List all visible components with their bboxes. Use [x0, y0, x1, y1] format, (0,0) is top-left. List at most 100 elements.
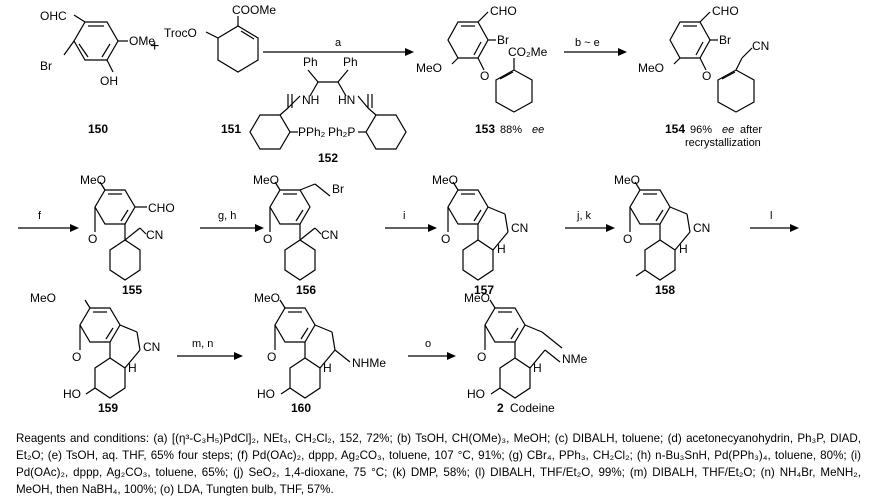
plus-sign: + [150, 38, 159, 55]
compound-157-structure [447, 181, 509, 281]
compound-153-structure [447, 11, 533, 113]
c157-cn: CN [511, 221, 528, 235]
c157-h: H [497, 242, 506, 256]
compound-156-label: 156 [296, 283, 316, 297]
c150-ome: OMe [129, 34, 155, 48]
c155-meo: MeO [80, 173, 106, 187]
arrow-jk-label: j, k [576, 210, 592, 222]
c157-meo: MeO [432, 173, 458, 187]
c150-oh: OH [100, 74, 118, 88]
c154-cho: CHO [712, 4, 739, 18]
c159-o: O [72, 350, 81, 364]
arrow-l-label: l [770, 210, 772, 222]
compound-158-structure [629, 181, 691, 281]
arrow-be-head [618, 48, 627, 56]
c159-h: H [128, 361, 137, 375]
c153-br: Br [497, 33, 509, 47]
c159-meo: MeO [30, 291, 56, 305]
compound-154-note-line2: recrystallization [685, 137, 761, 149]
compound-159-label: 159 [98, 401, 118, 415]
compound-2-name: Codeine [510, 401, 555, 415]
c2-ho: HO [467, 387, 485, 401]
arrow-l-head [790, 224, 799, 232]
c153-o: O [480, 69, 489, 83]
c153-co2me: CO₂Me [508, 45, 548, 59]
c154-br: Br [719, 33, 731, 47]
c153-meo: MeO [416, 61, 442, 75]
c158-meo: MeO [614, 173, 640, 187]
c153-cho: CHO [490, 4, 517, 18]
c160-o: O [267, 350, 276, 364]
compound-150-structure [63, 14, 128, 73]
c158-o: O [623, 232, 632, 246]
compound-153-note-ee: ee [532, 124, 544, 136]
compound-152-label: 152 [318, 151, 338, 165]
c159-cn: CN [143, 340, 160, 354]
compound-155-label: 155 [122, 283, 142, 297]
arrow-gh-head [255, 224, 264, 232]
c154-meo: MeO [638, 61, 664, 75]
compound-160-structure [274, 299, 351, 399]
arrow-a-label: a [335, 37, 342, 49]
arrow-be-label: b ~ e [575, 37, 600, 49]
c160-meo: MeO [254, 291, 280, 305]
compound-157-label: 157 [474, 283, 494, 297]
c154-o: O [702, 69, 711, 83]
arrow-jk-head [606, 224, 615, 232]
arrow-mn-label: m, n [192, 338, 213, 350]
arrow-i-head [428, 224, 437, 232]
c154-cn: CN [752, 39, 769, 53]
c152-nh1: NH [302, 93, 319, 107]
arrow-f-head [70, 224, 79, 232]
arrow-o-label: o [425, 338, 431, 350]
arrow-o-head [447, 352, 456, 360]
c156-o: O [263, 232, 272, 246]
c152-nh2: HN [338, 93, 355, 107]
c2-o: O [477, 350, 486, 364]
compound-160-label: 160 [291, 401, 311, 415]
c2-nme: NMe [562, 352, 588, 366]
c152-ph2: Ph [343, 55, 358, 69]
c159-ho: HO [63, 387, 81, 401]
c157-o: O [441, 232, 450, 246]
compound-150-label: 150 [88, 122, 108, 136]
compound-154-note-after: after [740, 124, 762, 136]
c160-nhme: NHMe [352, 356, 386, 370]
c2-h: H [533, 361, 542, 375]
compound-2-structure [484, 299, 563, 399]
compound-155-structure [94, 181, 147, 281]
c152-p1: PPh₂ [298, 125, 326, 139]
compound-152-structure [249, 69, 407, 150]
compound-151-structure [205, 16, 259, 73]
c150-cho: OHC [40, 9, 67, 23]
compound-159-structure [79, 299, 141, 399]
c156-meo: MeO [253, 173, 279, 187]
c151-troco: TrocO [164, 26, 197, 40]
c160-h: H [323, 361, 332, 375]
compound-153-note-pct: 88% [500, 124, 522, 136]
compound-151-label: 151 [221, 122, 241, 136]
c155-cho: CHO [148, 201, 175, 215]
c158-h: H [679, 242, 688, 256]
compound-154-structure [669, 11, 755, 113]
reagents-and-conditions: Reagents and conditions: (a) [(η³-C₃H₅)P… [16, 432, 861, 496]
c152-ph1: Ph [303, 55, 318, 69]
reaction-scheme: OHC Br OMe OH 150 + TrocO COOMe 151 a Ph… [18, 3, 799, 415]
arrow-f-label: f [38, 210, 42, 222]
compound-2-label: 2 [497, 401, 504, 415]
c156-cn: CN [321, 228, 338, 242]
arrow-i-label: i [403, 210, 405, 222]
c155-o: O [88, 232, 97, 246]
c152-p2: Ph₂P [328, 125, 355, 139]
c160-ho: HO [257, 387, 275, 401]
compound-156-structure [269, 181, 331, 281]
c156-br: Br [332, 182, 344, 196]
compound-158-label: 158 [655, 283, 675, 297]
compound-153-label: 153 [475, 122, 495, 136]
compound-154-note-ee: ee [722, 124, 734, 136]
compound-154-note-pct: 96% [690, 124, 712, 136]
compound-154-label: 154 [665, 122, 685, 136]
arrow-mn-head [234, 352, 243, 360]
c158-cn: CN [693, 221, 710, 235]
c155-cn: CN [146, 228, 163, 242]
